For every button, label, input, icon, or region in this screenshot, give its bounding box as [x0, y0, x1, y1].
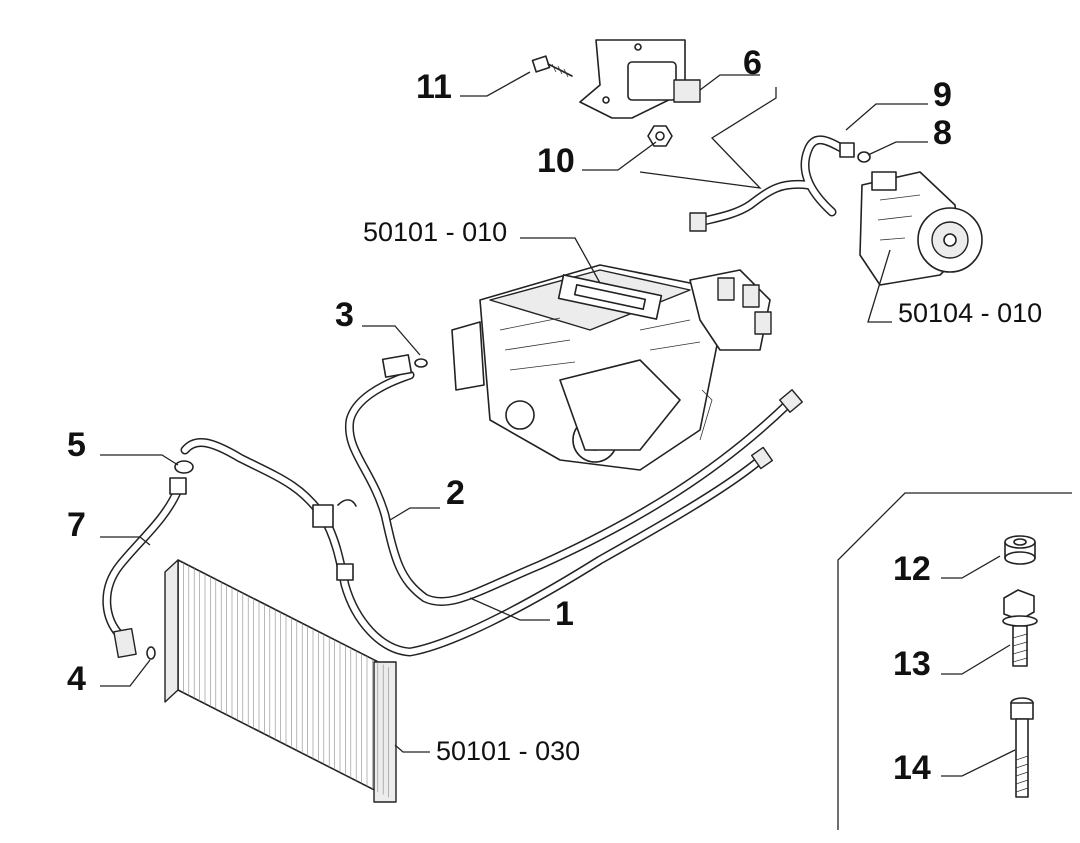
- leader-lines: [100, 71, 1016, 777]
- bracket-assembly: [579, 39, 701, 119]
- callout-5: 5: [67, 426, 86, 464]
- callout-11: 11: [416, 68, 452, 106]
- hose-2: [344, 354, 803, 606]
- ref-heater-unit: 50101 - 010: [363, 217, 507, 247]
- o-ring-4: [146, 646, 156, 660]
- ref-condenser: 50101 - 030: [436, 736, 580, 766]
- callout-10: 10: [537, 142, 575, 180]
- hose-9: [689, 135, 855, 232]
- heater-unit: [451, 264, 772, 471]
- o-ring-8: [857, 151, 871, 163]
- bolt-11: [531, 55, 573, 78]
- hose-7: [102, 477, 187, 659]
- condenser: [164, 559, 397, 803]
- callout-4: 4: [67, 660, 86, 698]
- callout-8: 8: [933, 114, 952, 152]
- compressor: [859, 171, 983, 286]
- o-ring-5: [174, 460, 194, 474]
- bolt-13: [1002, 589, 1038, 667]
- callout-3: 3: [335, 296, 354, 334]
- nut-12: [1004, 535, 1036, 565]
- callout-2: 2: [446, 474, 465, 512]
- bolt-14: [1010, 697, 1034, 798]
- separator-line: [837, 492, 1072, 830]
- callout-9: 9: [933, 76, 952, 114]
- callout-12: 12: [893, 550, 931, 588]
- o-ring-3: [414, 358, 428, 368]
- nut-10: [647, 125, 673, 147]
- callout-14: 14: [893, 749, 931, 787]
- hose-1: [180, 437, 774, 657]
- ref-compressor: 50104 - 010: [898, 298, 1042, 328]
- callout-1: 1: [555, 595, 574, 633]
- callout-7: 7: [67, 506, 86, 544]
- callout-6: 6: [743, 44, 762, 82]
- callout-13: 13: [893, 645, 931, 683]
